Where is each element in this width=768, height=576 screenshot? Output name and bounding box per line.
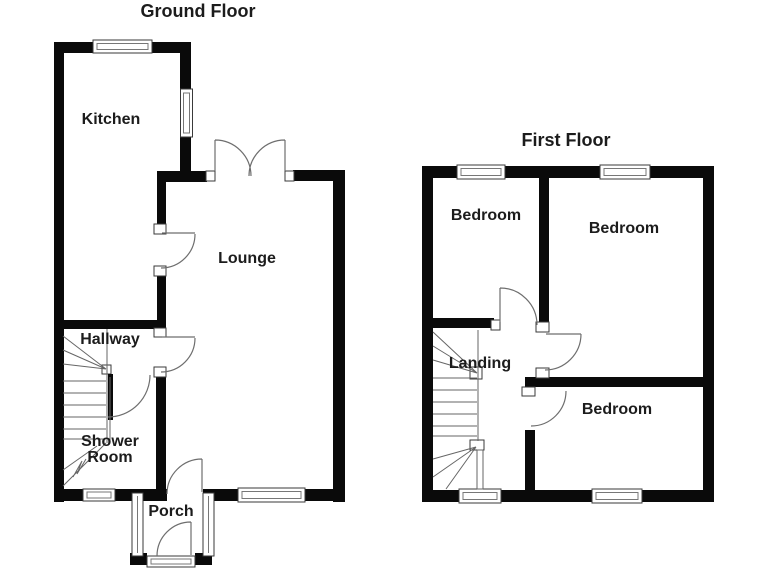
bedroom-bottom-label: Bedroom bbox=[582, 401, 652, 418]
window-pane bbox=[599, 164, 651, 180]
window-pane bbox=[237, 487, 306, 503]
door-frame bbox=[535, 321, 550, 333]
window-pane bbox=[82, 488, 116, 502]
kitchen-door bbox=[160, 232, 196, 269]
bedroom-left-label: Bedroom bbox=[451, 207, 521, 224]
front-door bbox=[166, 458, 203, 495]
lounge-french-doors bbox=[214, 139, 286, 177]
porch-left-glazing bbox=[131, 492, 144, 557]
door-frame bbox=[153, 327, 167, 338]
window-sill bbox=[183, 92, 190, 134]
bedroom-right-door bbox=[544, 333, 582, 371]
bedroom-left-window bbox=[456, 164, 506, 180]
window-sill bbox=[462, 492, 498, 500]
threshold-pane bbox=[146, 555, 196, 568]
door-frame bbox=[205, 170, 216, 182]
window-pane bbox=[180, 88, 193, 138]
porch-right-glazing bbox=[202, 492, 215, 557]
shower-room-window bbox=[82, 488, 116, 502]
first-floor-stairs bbox=[432, 330, 484, 490]
window-sill bbox=[603, 168, 647, 176]
bedroom-right-window bbox=[599, 164, 651, 180]
hallway-lounge-door bbox=[160, 336, 196, 373]
first-floor-title: First Floor bbox=[522, 130, 611, 150]
window-pane bbox=[456, 164, 506, 180]
shower-room-label-line1: Shower bbox=[81, 433, 139, 450]
bedroom-bottom-window bbox=[591, 488, 643, 504]
kitchen-label: Kitchen bbox=[82, 111, 141, 128]
window-pane bbox=[591, 488, 643, 504]
ground-floor-plan: Ground Floor Kitchen Lounge Hallway Show… bbox=[54, 1, 345, 568]
shower-room-door bbox=[107, 374, 151, 418]
landing-label: Landing bbox=[449, 355, 511, 372]
window-sill bbox=[460, 168, 502, 176]
bedroom-right-label: Bedroom bbox=[589, 220, 659, 237]
window-sill bbox=[96, 43, 149, 50]
lounge-label: Lounge bbox=[218, 250, 276, 267]
ground-door-frames bbox=[101, 170, 295, 378]
ground-floor-title: Ground Floor bbox=[141, 1, 256, 21]
kitchen-side-window bbox=[180, 88, 193, 138]
door-frame bbox=[153, 223, 167, 235]
threshold-sill bbox=[150, 558, 192, 565]
kitchen-top-window bbox=[92, 39, 153, 54]
porch-label: Porch bbox=[148, 503, 193, 520]
door-frame bbox=[535, 367, 550, 379]
bedroom-left-door bbox=[499, 287, 538, 326]
porch-threshold bbox=[146, 555, 196, 568]
door-frame bbox=[490, 319, 501, 331]
window-pane bbox=[458, 488, 502, 504]
window-sill bbox=[241, 491, 302, 499]
bedroom-bottom-door bbox=[530, 390, 567, 427]
window-sill bbox=[86, 491, 112, 499]
window-sill bbox=[595, 492, 639, 500]
hallway-label: Hallway bbox=[80, 331, 140, 348]
door-frame bbox=[284, 170, 295, 182]
first-floor-plan: First Floor Bedroom Bedroom Bedroom Land… bbox=[422, 130, 714, 504]
porch-door bbox=[156, 521, 192, 557]
door-frame bbox=[153, 265, 167, 277]
door-frame bbox=[521, 386, 536, 397]
window-pane bbox=[92, 39, 153, 54]
shower-room-label-line2: Room bbox=[87, 449, 132, 466]
lounge-window bbox=[237, 487, 306, 503]
landing-window bbox=[458, 488, 502, 504]
ground-floor-stairs bbox=[62, 329, 111, 487]
